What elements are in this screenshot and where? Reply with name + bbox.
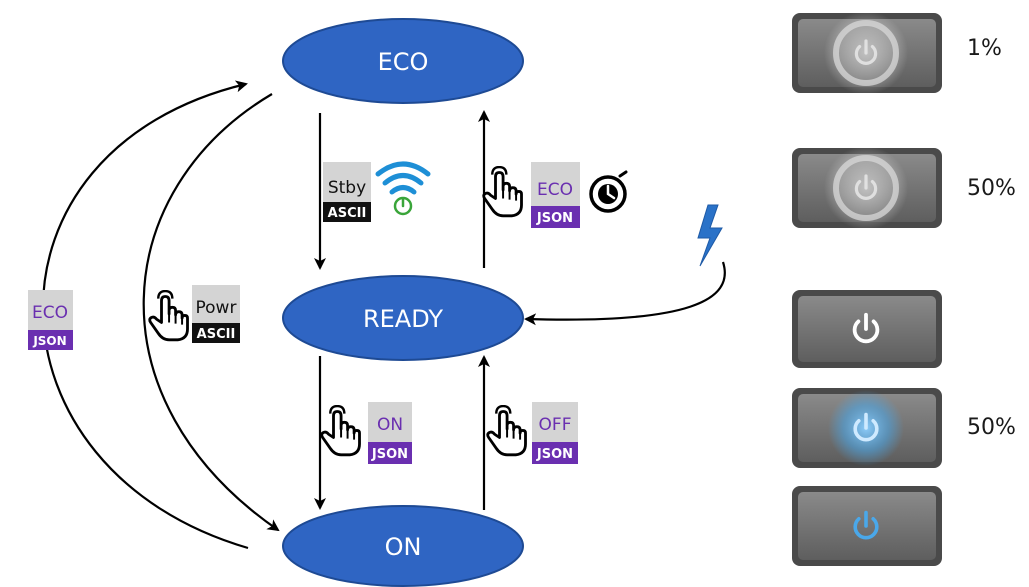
state-ready: READY [282, 275, 524, 361]
tag-eco-json-right: ECO JSON [531, 162, 580, 228]
tag-on-fmt: JSON [371, 447, 408, 462]
hand-pointer-icon [148, 290, 189, 342]
hand-pointer-icon [482, 166, 523, 218]
percent-label-1: 1% [967, 36, 1002, 61]
wifi-power-icon [375, 161, 431, 216]
power-button-4 [792, 388, 942, 468]
tag-stby-fmt: ASCII [328, 206, 367, 221]
tag-powr-fmt: ASCII [197, 327, 236, 342]
arrow-power-to-ready [524, 261, 726, 326]
tag-eco-right-cmd: ECO [537, 180, 573, 200]
tag-eco-left-cmd: ECO [32, 303, 68, 323]
tag-stby-ascii: Stby ASCII [323, 162, 371, 222]
state-on: ON [282, 505, 524, 587]
tag-off-fmt: JSON [536, 447, 573, 462]
tag-eco-json-left: ECO JSON [28, 290, 73, 350]
arrow-eco-to-on [142, 93, 280, 532]
hand-pointer-icon [486, 405, 527, 457]
power-button-1 [792, 11, 942, 95]
tag-off-json: OFF JSON [532, 402, 578, 464]
percent-label-2: 50% [967, 176, 1016, 201]
tag-off-cmd: OFF [539, 415, 572, 435]
tag-stby-cmd: Stby [328, 178, 366, 198]
state-ready-label: READY [363, 305, 443, 333]
tag-powr-cmd: Powr [196, 298, 237, 318]
tag-eco-left-fmt: JSON [32, 334, 66, 348]
state-on-label: ON [385, 533, 422, 561]
hand-pointer-icon [320, 405, 361, 457]
lightning-icon [697, 204, 723, 267]
percent-label-3: 50% [967, 415, 1016, 440]
tag-on-cmd: ON [377, 415, 403, 435]
power-button-3 [792, 290, 942, 368]
timer-icon [589, 170, 628, 213]
tag-on-json: ON JSON [368, 402, 412, 464]
state-eco: ECO [282, 18, 524, 104]
power-button-5 [792, 486, 942, 566]
tag-eco-right-fmt: JSON [536, 211, 573, 226]
state-eco-label: ECO [378, 48, 429, 76]
power-button-2 [792, 146, 942, 230]
tag-powr-ascii: Powr ASCII [192, 285, 240, 343]
